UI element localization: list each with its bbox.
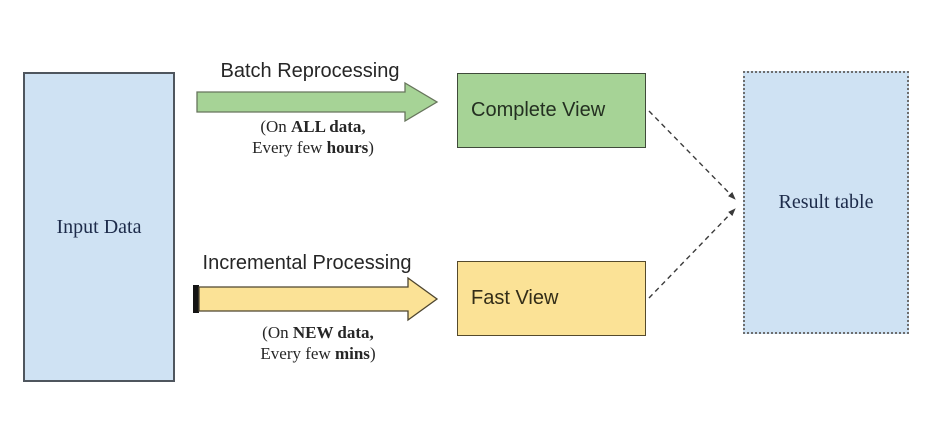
incremental-note-line2-post: ) <box>369 344 376 363</box>
incremental-note-line2-pre: Every few <box>260 344 335 363</box>
batch-note-line2-bold: hours <box>326 138 369 157</box>
batch-reprocessing-label: Batch Reprocessing <box>220 60 400 82</box>
result-table-label: Result table <box>778 191 874 213</box>
incremental-processing-label: Incremental Processing <box>202 252 412 274</box>
batch-note-line2-post: ) <box>368 138 374 157</box>
batch-note-line1-bold: ALL data, <box>291 117 366 136</box>
incremental-arrow <box>198 276 439 322</box>
fast-view-label: Fast View <box>471 287 559 309</box>
batch-note-line1-pre: (On <box>260 117 292 136</box>
incremental-processing-note: (On NEW data, Every few mins) <box>260 322 375 364</box>
incremental-note-line1-pre: (On <box>262 323 293 342</box>
batch-note-line2-pre: Every few <box>252 138 327 157</box>
input-data-label: Input Data <box>56 215 142 238</box>
batch-arrow <box>196 81 439 123</box>
result-table-box: Result table <box>743 71 909 334</box>
fast-view-box: Fast View <box>457 261 646 336</box>
incremental-arrow-cap <box>193 285 199 313</box>
complete-view-label: Complete View <box>471 99 606 121</box>
connector-fast-to-result <box>648 208 736 299</box>
input-data-box: Input Data <box>23 72 175 382</box>
batch-reprocessing-note: (On ALL data, Every few hours) <box>252 116 374 158</box>
incremental-note-line2-bold: mins <box>334 344 370 363</box>
incremental-note-line1-bold: NEW data, <box>292 323 374 342</box>
complete-view-box: Complete View <box>457 73 646 148</box>
connector-complete-to-result <box>648 110 736 200</box>
